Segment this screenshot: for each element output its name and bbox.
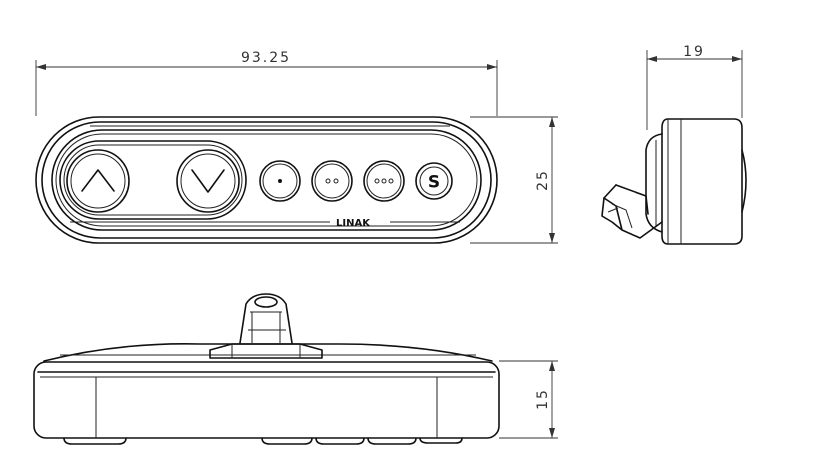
memory-1-button[interactable] [259,160,301,202]
depth-dimension: 19 [646,44,743,130]
thickness-dimension: 15 [499,360,558,439]
thickness-label: 15 [535,388,551,410]
three-dots-icon [374,178,394,184]
memory-2-button[interactable] [311,160,353,202]
side-view [601,118,747,245]
up-button[interactable] [66,149,130,213]
brand-logo: LINAK [336,218,371,229]
chevron-down-icon [191,169,225,193]
down-button[interactable] [176,149,240,213]
two-dots-icon [325,178,339,184]
bottom-view [33,293,500,445]
height-dimension: 25 [470,116,558,244]
front-view: S LINAK [35,116,498,244]
memory-3-button[interactable] [363,160,405,202]
length-label: 93.25 [241,50,291,66]
depth-label: 19 [683,44,705,60]
chevron-up-icon [81,169,115,192]
one-dot-icon [278,179,282,183]
length-dimension: 93.25 [35,50,498,116]
store-button[interactable]: S [415,162,453,200]
height-label: 25 [535,169,551,191]
s-letter-icon: S [428,173,440,193]
up-down-paddle[interactable] [59,140,247,220]
